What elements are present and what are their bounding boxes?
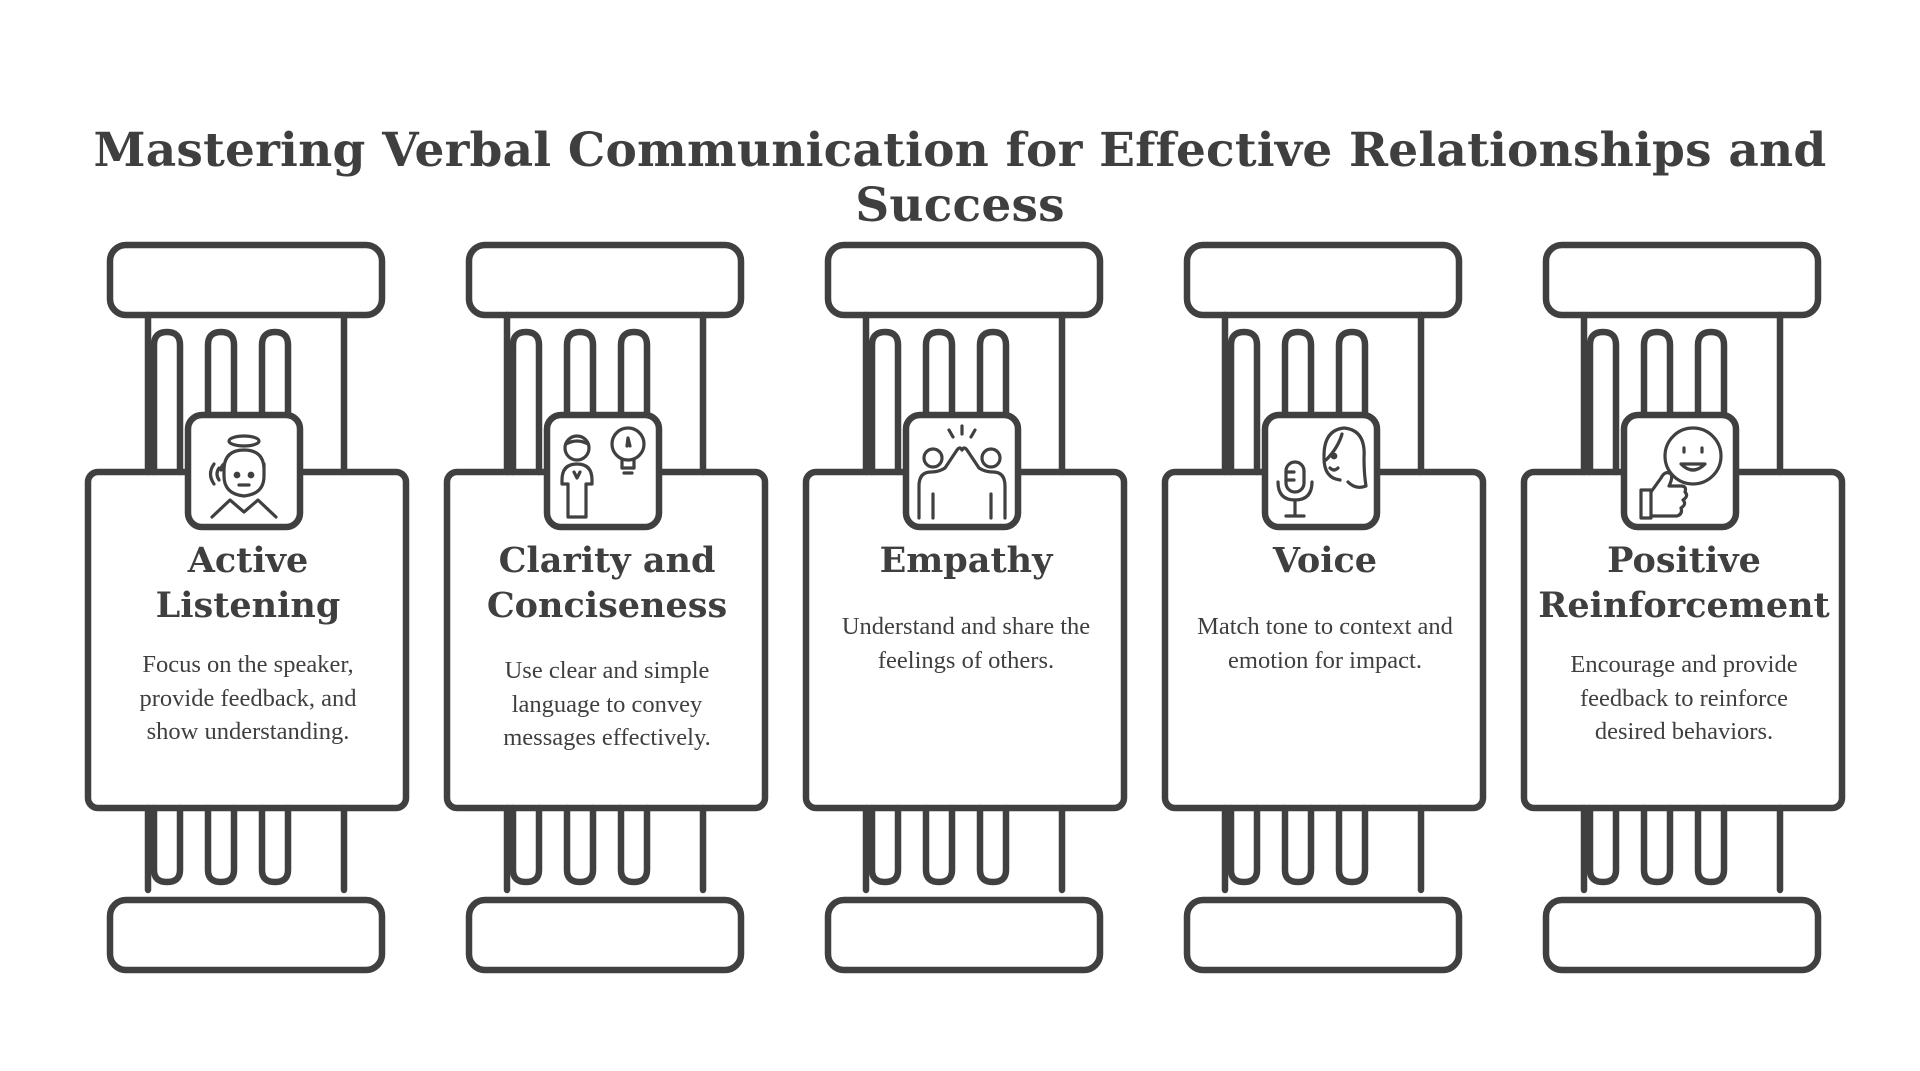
pillar-positive-reinforcement: Positive Reinforcement Encourage and pro… bbox=[1520, 240, 1846, 975]
icon-box bbox=[184, 411, 304, 531]
pillar-heading: Active Listening bbox=[155, 540, 341, 626]
icon-box bbox=[1620, 411, 1740, 531]
pillar-description: Focus on the speaker, provide feedback, … bbox=[139, 651, 357, 745]
high-five-icon bbox=[902, 411, 1022, 531]
person-lightbulb-icon bbox=[543, 411, 663, 531]
pillar-frame bbox=[1161, 241, 1487, 974]
pillar-clarity-conciseness: Clarity and Conciseness Use clear and si… bbox=[443, 240, 769, 975]
pillar-description: Use clear and simple language to convey … bbox=[503, 657, 711, 751]
listening-person-icon bbox=[184, 411, 304, 531]
pillar-empathy: Empathy Understand and share the feeling… bbox=[802, 240, 1128, 975]
pillar-heading: Positive Reinforcement bbox=[1538, 540, 1830, 626]
pillar-description: Encourage and provide feedback to reinfo… bbox=[1570, 651, 1798, 745]
pillar-frame bbox=[84, 241, 410, 974]
pillar-heading: Empathy bbox=[879, 540, 1053, 581]
pillar-heading: Clarity and Conciseness bbox=[486, 540, 728, 626]
pillar-frame bbox=[802, 241, 1128, 974]
pillar-active-listening: Active Listening Focus on the speaker, p… bbox=[84, 240, 410, 975]
icon-box bbox=[543, 411, 663, 531]
pillar-voice: Voice Match tone to context and emotion … bbox=[1161, 240, 1487, 975]
page-title: Mastering Verbal Communication for Effec… bbox=[93, 123, 1827, 234]
pillar-description: Match tone to context and emotion for im… bbox=[1197, 613, 1453, 674]
icon-box bbox=[902, 411, 1022, 531]
pillar-description: Understand and share the feelings of oth… bbox=[841, 613, 1091, 674]
pillar-heading: Voice bbox=[1272, 540, 1378, 581]
icon-box bbox=[1261, 411, 1381, 531]
microphone-face-icon bbox=[1261, 411, 1381, 531]
thumbs-up-smiley-icon bbox=[1620, 411, 1740, 531]
pillar-frame bbox=[443, 241, 769, 974]
